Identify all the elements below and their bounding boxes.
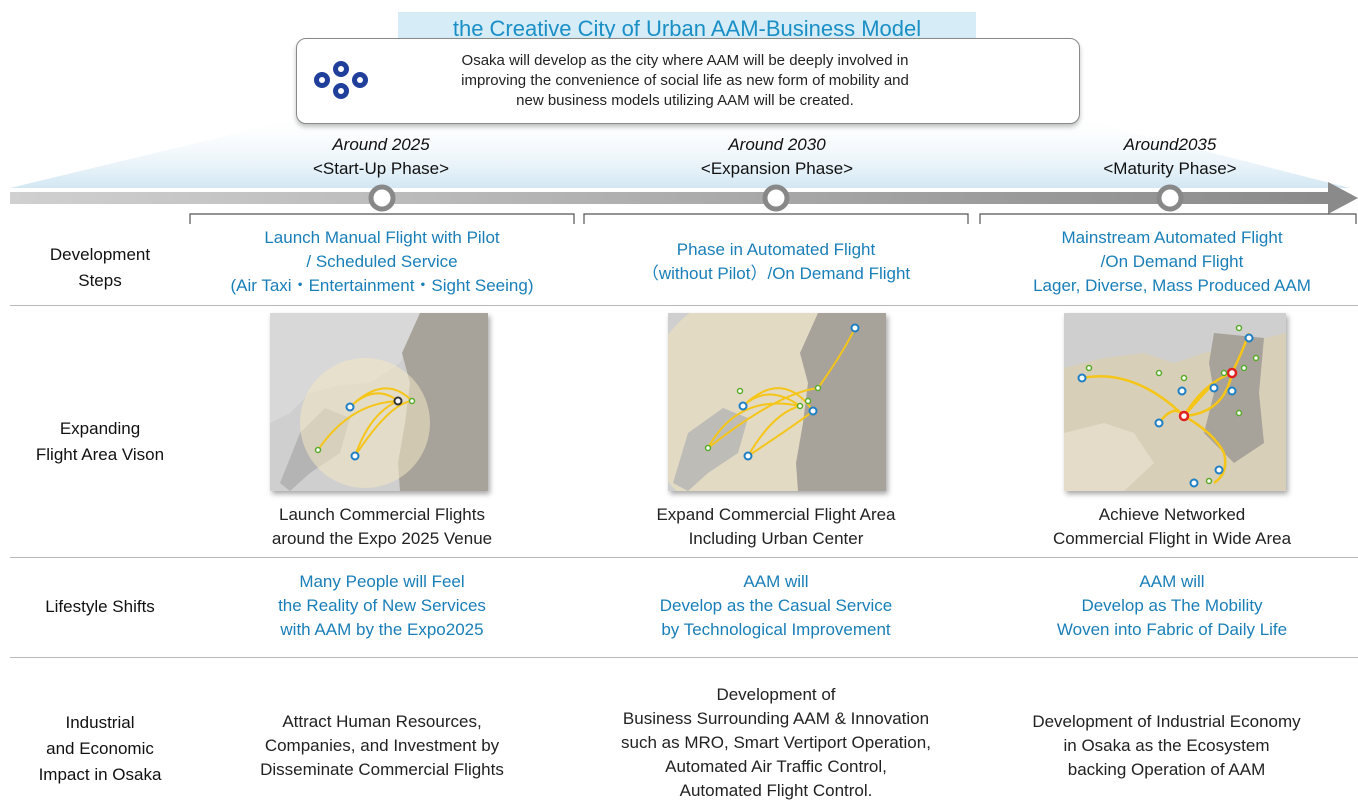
row-separator <box>10 657 1358 658</box>
lifestyle-2030: AAM will Develop as the Casual Service b… <box>659 572 893 639</box>
phase-name: <Start-Up Phase> <box>312 159 450 178</box>
phase-year: Around 2025 <box>332 135 430 154</box>
phase-2030: Around 2030 <Expansion Phase> <box>632 133 922 181</box>
impact-2030: Development of Business Surrounding AAM … <box>621 685 931 800</box>
lifestyle-2035: AAM will Develop as The Mobility Woven i… <box>1056 572 1288 639</box>
header-fan <box>10 118 1350 188</box>
flight-area-caption-2025: Launch Commercial Flights around the Exp… <box>271 505 493 548</box>
timeline-bar <box>10 192 1332 204</box>
impact-2035: Development of Industrial Economy in Osa… <box>1032 712 1301 779</box>
development-step-2035: Mainstream Automated Flight /On Demand F… <box>1033 228 1311 295</box>
row-separator <box>10 305 1358 306</box>
impact-2025: Attract Human Resources, Companies, and … <box>260 712 504 779</box>
flight-area-map-2025 <box>270 313 488 491</box>
timeline-milestone-icon <box>1156 184 1184 212</box>
description-line: improving the convenience of social life… <box>461 72 909 89</box>
description-line: Osaka will develop as the city where AAM… <box>461 52 909 69</box>
description-text: Osaka will develop as the city where AAM… <box>400 51 970 111</box>
phase-2025: Around 2025 <Start-Up Phase> <box>236 133 526 181</box>
phase-2035: Around2035 <Maturity Phase> <box>1025 133 1315 181</box>
phase-name: <Expansion Phase> <box>700 159 854 178</box>
timeline-milestone-icon <box>368 184 396 212</box>
phase-year: Around 2030 <box>728 135 826 154</box>
development-step-2030: Phase in Automated Flight （without Pilot… <box>641 240 911 283</box>
timeline <box>10 182 1358 214</box>
row-label-flight-area: Expanding Flight Area Vison <box>35 419 165 464</box>
flight-area-caption-2030: Expand Commercial Flight Area Including … <box>656 505 896 548</box>
description-box <box>296 38 1080 124</box>
phase-name: <Maturity Phase> <box>1103 159 1237 178</box>
phase-year: Around2035 <box>1123 135 1217 154</box>
row-separator <box>10 557 1358 558</box>
timeline-arrow-icon <box>1328 182 1358 214</box>
timeline-milestone-icon <box>762 184 790 212</box>
osaka-city-emblem-icon <box>314 61 368 99</box>
flight-area-map-2030 <box>668 313 886 491</box>
development-step-2025: Launch Manual Flight with Pilot / Schedu… <box>230 228 534 295</box>
row-label-lifestyle: Lifestyle Shifts <box>45 597 155 616</box>
row-label-development-steps: Development Steps <box>49 245 151 290</box>
lifestyle-2025: Many People will Feel the Reality of New… <box>278 572 486 639</box>
flight-area-caption-2035: Achieve Networked Commercial Flight in W… <box>1052 505 1292 548</box>
phase-brackets <box>189 213 1357 224</box>
row-label-impact: Industrial and Economic Impact in Osaka <box>38 713 162 784</box>
flight-area-map-2035 <box>1064 313 1286 491</box>
description-line: new business models utilizing AAM will b… <box>516 92 854 109</box>
